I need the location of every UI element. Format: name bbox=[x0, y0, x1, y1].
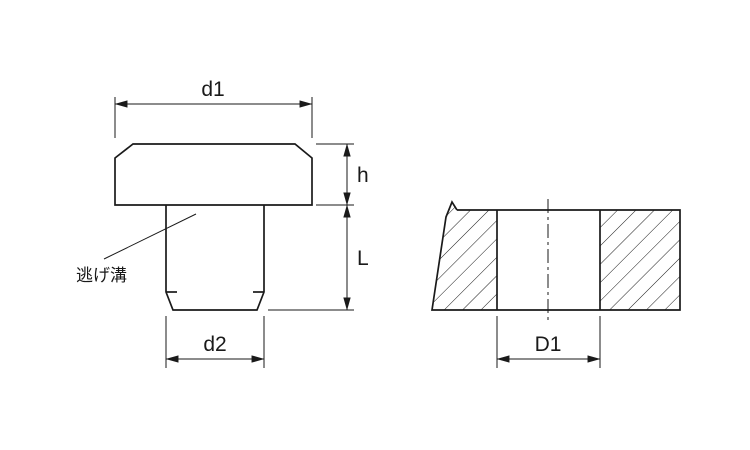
dimension-D1: D1 bbox=[496, 316, 601, 368]
relief-groove-label: 逃げ溝 bbox=[76, 266, 127, 285]
plate-section-view bbox=[431, 199, 681, 321]
L-label: L bbox=[357, 247, 369, 270]
D1-label: D1 bbox=[535, 333, 562, 356]
fastener-shank-outline bbox=[165, 205, 265, 311]
plate-outline bbox=[431, 200, 681, 311]
fastener-head-outline bbox=[114, 143, 313, 206]
dimension-d1: d1 bbox=[114, 78, 313, 138]
hatch-left-region bbox=[432, 202, 497, 310]
hatch-right-region bbox=[600, 210, 680, 310]
h-label: h bbox=[357, 164, 369, 187]
fastener-side-view bbox=[114, 143, 313, 311]
d1-label: d1 bbox=[201, 78, 224, 101]
relief-groove-annotation: 逃げ溝 bbox=[76, 213, 197, 285]
dimension-L: L bbox=[268, 204, 369, 311]
dimension-h: h bbox=[316, 143, 369, 206]
relief-groove-leader-line bbox=[103, 213, 197, 260]
dimension-d2: d2 bbox=[165, 316, 265, 368]
d2-label: d2 bbox=[203, 333, 226, 356]
